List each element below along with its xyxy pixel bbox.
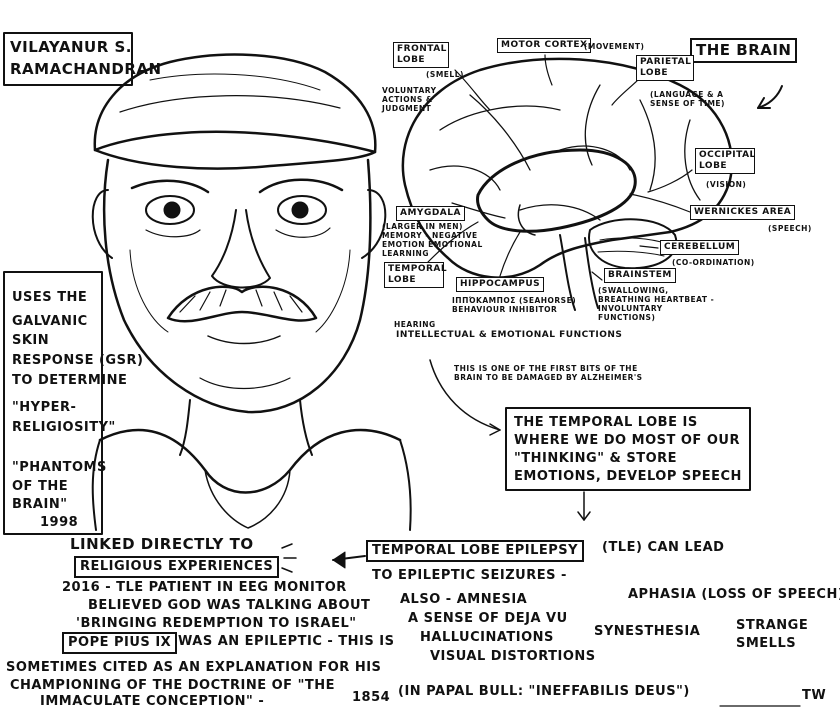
hippocampus-label: HIPPOCAMPUS [456, 277, 545, 292]
gsr-line11: 1998 [40, 515, 79, 530]
religious-championing: CHAMPIONING OF THE DOCTRINE OF "THE [10, 678, 335, 693]
parietal-note: (LANGUAGE & A SENSE OF TIME) [650, 90, 725, 108]
face-outline [102, 158, 372, 414]
amygdala-note: (LARGER IN MEN) MEMORY - NEGATIVE EMOTIO… [382, 222, 483, 258]
wernickes-area-label: WERNICKES AREA [690, 205, 796, 220]
gsr-line1: USES THE [12, 290, 88, 305]
temporal-box-text: THE TEMPORAL LOBE IS WHERE WE DO MOST OF… [514, 415, 742, 484]
hearing-label: HEARING [394, 320, 436, 329]
gsr-line7: RELIGIOSITY" [12, 420, 116, 435]
cap-brim [93, 148, 377, 170]
religious-sometimes: SOMETIMES CITED AS AN EXPLANATION FOR HI… [6, 660, 382, 675]
tle-halluc: HALLUCINATIONS [420, 630, 554, 645]
temporal-lobe-outline [476, 148, 637, 233]
tle-also: ALSO - AMNESIA [400, 592, 528, 607]
gsr-line10: BRAIN" [12, 497, 68, 512]
name-line2: RAMACHANDRAN [10, 60, 162, 78]
pope-rest: WAS AN EPILEPTIC - THIS IS [178, 634, 395, 649]
tle-aphasia: APHASIA (LOSS OF SPEECH) [628, 587, 840, 602]
gsr-line6: "HYPER- [12, 400, 77, 415]
tle-synesthesia: SYNESTHESIA [594, 624, 701, 639]
tle-strange: STRANGE [736, 618, 809, 633]
gsr-line8: "PHANTOMS [12, 460, 107, 475]
religious-believed: BELIEVED GOD WAS TALKING ABOUT [88, 598, 371, 613]
motor-cortex-note: (MOVEMENT) [584, 42, 645, 51]
alzheimers-note: THIS IS ONE OF THE FIRST BITS OF THE BRA… [454, 364, 643, 382]
gsr-box [3, 271, 103, 535]
moustache [166, 285, 318, 323]
brain-outline [401, 57, 734, 279]
nose [211, 209, 271, 289]
voluntary-actions: VOLUNTARY ACTIONS & JUDGMENT [382, 86, 437, 113]
occipital-lobe-label: OCCIPITAL LOBE [695, 148, 755, 174]
eye-right [277, 195, 327, 225]
gsr-line5: TO DETERMINE [12, 373, 128, 388]
brainstem-note: (SWALLOWING, BREATHING HEARTBEAT - INVOL… [598, 286, 715, 322]
gsr-line3: SKIN [12, 333, 50, 348]
hippocampus-note: ιππόκαμπος (SEAHORSE) BEHAVIOUR INHIBITO… [452, 296, 577, 314]
gsr-line2: GALVANIC [12, 314, 88, 329]
cerebellum-label: CEREBELLUM [660, 240, 740, 255]
religious-line1: LINKED DIRECTLY TO [70, 535, 254, 553]
frontal-lobe-note: (SMELL) [426, 70, 464, 79]
shirt-collar [98, 428, 402, 494]
tle-abbr: (TLE) CAN LEAD [602, 540, 725, 555]
name-box [3, 32, 133, 86]
signature: TW [802, 688, 827, 703]
tle-deja: A SENSE OF DEJA VU [408, 611, 568, 626]
tle-label: TEMPORAL LOBE EPILEPSY [366, 540, 585, 562]
papal-bull: (IN PAPAL BULL: "INEFFABILIS DEUS") [398, 684, 690, 699]
religious-1854: 1854 [352, 690, 391, 705]
brainstem-outline [559, 234, 599, 311]
temporal-lobe-label: TEMPORAL LOBE [384, 262, 447, 288]
cerebellum-outline [588, 218, 678, 270]
neck [179, 399, 313, 456]
temporal-box [505, 407, 751, 491]
parietal-lobe-label: PARIETAL LOBE [636, 55, 694, 81]
brainstem-label: BRAINSTEM [604, 268, 676, 283]
gsr-line9: OF THE [12, 479, 69, 494]
eye-left [145, 195, 195, 225]
pope-label: POPE PIUS IX [62, 632, 178, 654]
brain-title: THE BRAIN [690, 38, 798, 63]
wernickes-note: (SPEECH) [768, 224, 812, 233]
tle-visual: VISUAL DISTORTIONS [430, 649, 596, 664]
name-line1: VILAYANUR S. [10, 38, 132, 56]
amygdala-label: AMYGDALA [396, 206, 465, 221]
religious-immaculate: IMMACULATE CONCEPTION" - [40, 694, 265, 709]
gsr-line4: RESPONSE (GSR) [12, 353, 144, 368]
religious-2016: 2016 - TLE PATIENT IN EEG MONITOR [62, 580, 347, 595]
ear-right [361, 189, 387, 259]
frontal-lobe-label: FRONTAL LOBE [393, 42, 449, 68]
ear-left [91, 189, 113, 259]
tle-seizures: TO EPILEPTIC SEIZURES - [372, 568, 567, 583]
cerebellum-note: (CO-ORDINATION) [672, 258, 755, 267]
tle-smells: SMELLS [736, 636, 797, 651]
intellectual-label: INTELLECTUAL & EMOTIONAL FUNCTIONS [396, 330, 623, 340]
motor-cortex-label: MOTOR CORTEX [497, 38, 592, 53]
occipital-note: (VISION) [706, 180, 747, 189]
religious-bringing: 'BRINGING REDEMPTION TO ISRAEL" [76, 616, 357, 631]
religious-boxed: RELIGIOUS EXPERIENCES [74, 556, 280, 578]
cap-outline [93, 53, 377, 154]
